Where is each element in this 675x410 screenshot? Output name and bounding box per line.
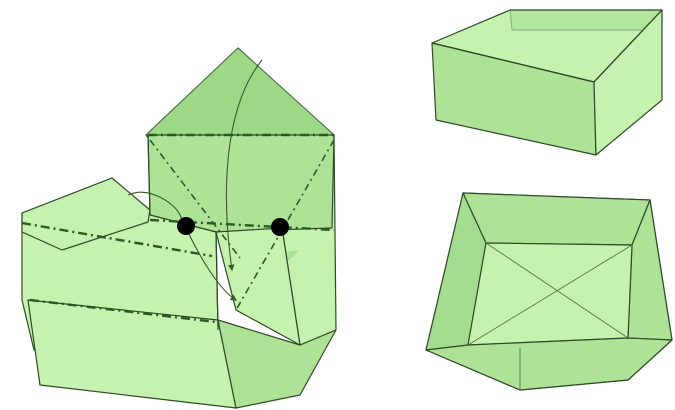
box-inner-back: [510, 10, 662, 30]
open-box-back-wall: [463, 193, 650, 245]
finished-box-interior: [426, 193, 672, 390]
center-panel: [148, 135, 334, 232]
marker-dot-right: [271, 218, 289, 236]
diamond-flap-shade: [146, 48, 334, 135]
folding-step-diagram: [22, 48, 336, 408]
marker-dot-left: [177, 217, 195, 235]
open-box-front-wall: [426, 338, 672, 390]
finished-box-exterior: [432, 10, 662, 155]
